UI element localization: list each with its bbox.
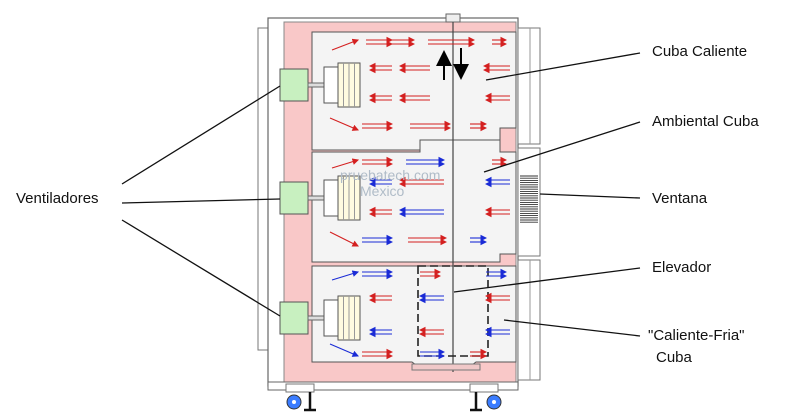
fan-motor-box [279,301,309,335]
cold-flow-arrow [331,270,360,281]
chamber-ambient [311,139,517,263]
fan-motor-box [279,181,309,215]
label-ambiental-cuba: Ambiental Cuba [652,113,759,130]
ventana-window [520,175,538,223]
fan-shaft [307,195,325,201]
hot-flow-arrow [331,158,360,169]
elevator-basket [417,265,489,357]
fan-unit [279,295,361,341]
label-caliente-fria: "Caliente-Fria" [648,327,745,344]
leader-lines [121,52,641,337]
fan-motor-box [279,68,309,102]
watermark-line1: pruebatech.com [340,167,440,183]
fan-shaft [307,82,325,88]
fan-unit [279,175,361,221]
elevator-base [411,363,481,371]
label-ventiladores: Ventiladores [16,190,99,207]
watermark-line2: Mexico [360,183,405,199]
right-side-panels [517,27,541,381]
hot-flow-arrow [329,231,359,247]
label-ventana: Ventana [652,190,708,207]
label-elevador: Elevador [652,259,711,276]
label-cuba-caliente: Cuba Caliente [652,43,747,60]
fan-unit [279,62,361,108]
lift-direction-arrows [436,48,469,80]
top-cap [445,13,461,23]
left-side-panel [257,27,269,351]
caster-wheels [285,383,502,412]
fan-shaft [307,315,325,321]
hot-flow-arrow [329,117,360,131]
hot-flow-arrow [331,38,360,51]
label-cuba: Cuba [656,349,693,366]
cold-flow-arrow [329,343,360,357]
